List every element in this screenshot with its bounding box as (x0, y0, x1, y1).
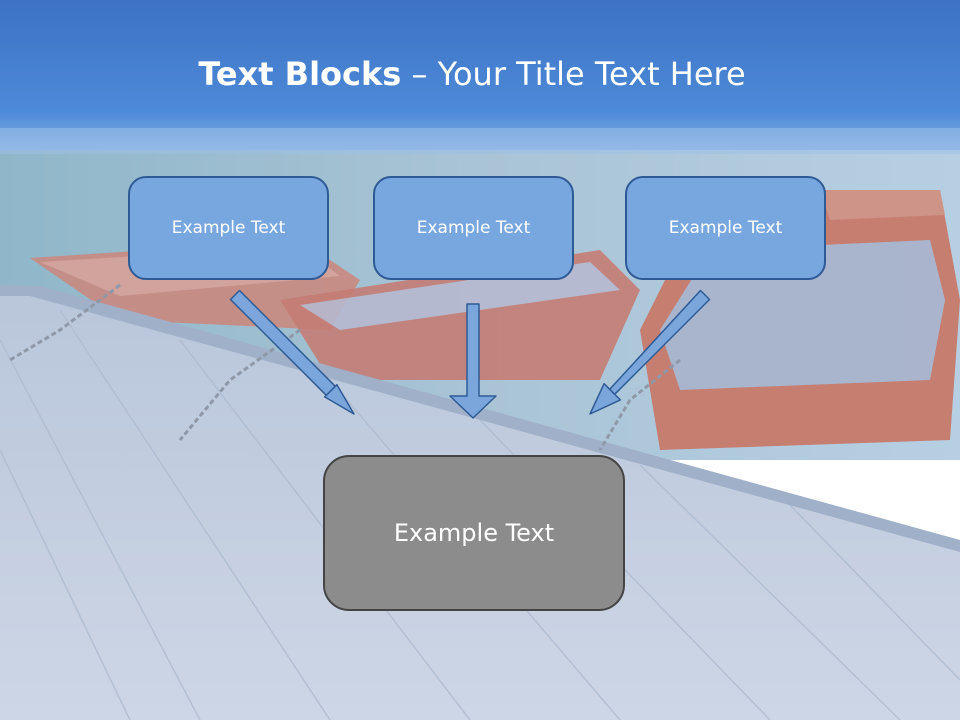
text-block-left[interactable]: Example Text (128, 176, 329, 280)
title-rest: Your Title Text Here (437, 55, 746, 93)
text-block-center[interactable]: Example Text (373, 176, 574, 280)
slide-title: Text Blocks – Your Title Text Here (0, 52, 944, 96)
arrow-center-down (449, 303, 497, 419)
title-bold: Text Blocks (198, 55, 402, 93)
arrow-left-diagonal (229, 289, 355, 415)
text-block-right[interactable]: Example Text (625, 176, 826, 280)
title-separator: – (401, 55, 438, 93)
arrow-right-diagonal (589, 289, 711, 415)
text-block-bottom[interactable]: Example Text (323, 455, 625, 611)
